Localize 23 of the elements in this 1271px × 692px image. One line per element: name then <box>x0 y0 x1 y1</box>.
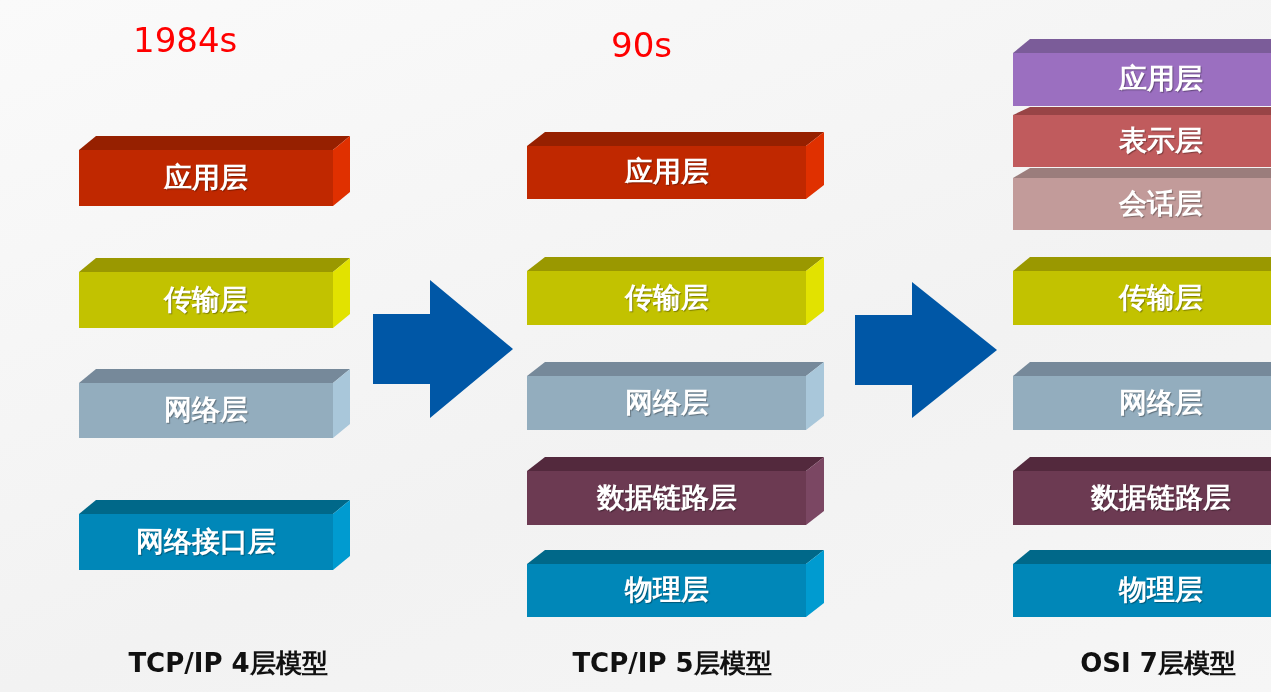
layer-label: 应用层 <box>624 156 709 189</box>
layer-label: 传输层 <box>1119 281 1203 315</box>
layer-label: 网络层 <box>1119 386 1203 420</box>
layer-label: 物理层 <box>624 574 709 607</box>
layer-label: 网络层 <box>624 386 709 420</box>
model-caption: TCP/IP 4层模型 <box>128 648 328 680</box>
layer-label: 应用层 <box>164 161 248 195</box>
layer-label: 传输层 <box>624 281 709 315</box>
block-arrow <box>373 280 513 418</box>
layer-label: 数据链路层 <box>1091 481 1231 515</box>
layer-label: 网络接口层 <box>136 525 276 559</box>
model-caption: TCP/IP 5层模型 <box>572 648 772 680</box>
column-heading: 1984s <box>133 20 238 61</box>
layer-label: 传输层 <box>164 283 248 317</box>
block-arrow <box>855 282 997 418</box>
layer-label: 会话层 <box>1119 187 1203 221</box>
layer-label: 应用层 <box>1119 63 1203 96</box>
layer-label: 表示层 <box>1119 124 1203 158</box>
model-caption: OSI 7层模型 <box>1080 648 1236 680</box>
layer-label: 网络层 <box>164 394 248 427</box>
layer-label: 物理层 <box>1119 574 1203 607</box>
layer-label: 数据链路层 <box>596 481 737 515</box>
column-heading: 90s <box>611 25 672 66</box>
